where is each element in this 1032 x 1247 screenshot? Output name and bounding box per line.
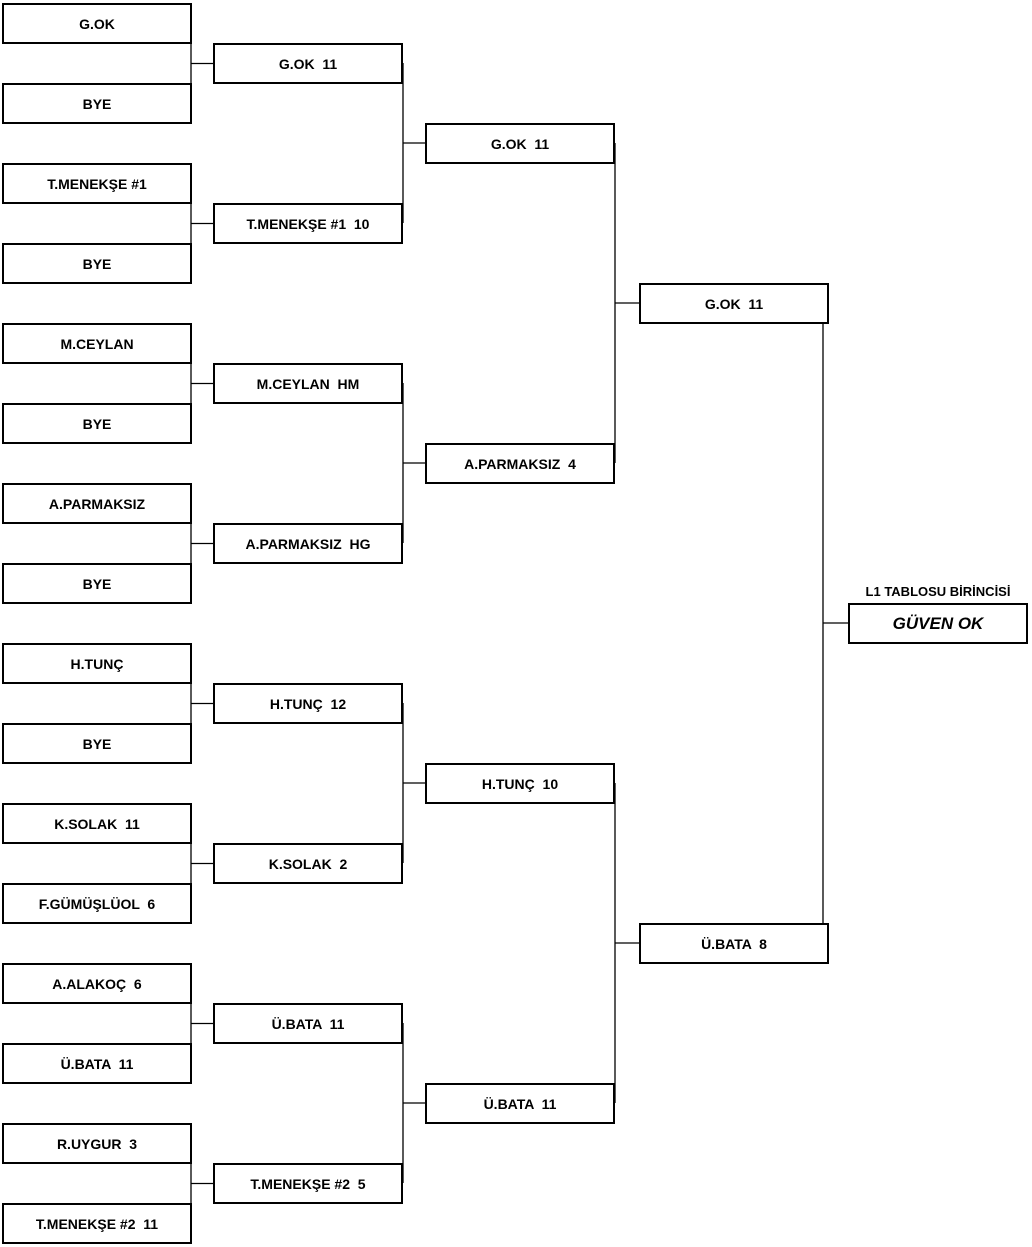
round1-slot-10: BYE <box>2 723 192 764</box>
round1-slot-8: BYE <box>2 563 192 604</box>
champion-box: GÜVEN OK <box>848 603 1028 644</box>
round1-slot-3: T.MENEKŞE #1 <box>2 163 192 204</box>
round1-slot-1: G.OK <box>2 3 192 44</box>
round2-slot-8: T.MENEKŞE #2 5 <box>213 1163 403 1204</box>
round2-slot-7: Ü.BATA 11 <box>213 1003 403 1044</box>
round2-slot-2: T.MENEKŞE #1 10 <box>213 203 403 244</box>
round1-slot-9: H.TUNÇ <box>2 643 192 684</box>
round1-slot-7: A.PARMAKSIZ <box>2 483 192 524</box>
round2-slot-5: H.TUNÇ 12 <box>213 683 403 724</box>
round3-slot-2: A.PARMAKSIZ 4 <box>425 443 615 484</box>
round1-slot-2: BYE <box>2 83 192 124</box>
champion-title: L1 TABLOSU BİRİNCİSİ <box>865 584 1011 599</box>
round1-slot-15: R.UYGUR 3 <box>2 1123 192 1164</box>
round2-slot-1: G.OK 11 <box>213 43 403 84</box>
round2-slot-6: K.SOLAK 2 <box>213 843 403 884</box>
round1-slot-14: Ü.BATA 11 <box>2 1043 192 1084</box>
round1-slot-16: T.MENEKŞE #2 11 <box>2 1203 192 1244</box>
round4-slot-2: Ü.BATA 8 <box>639 923 829 964</box>
round1-slot-6: BYE <box>2 403 192 444</box>
round2-slot-4: A.PARMAKSIZ HG <box>213 523 403 564</box>
round1-slot-4: BYE <box>2 243 192 284</box>
round3-slot-1: G.OK 11 <box>425 123 615 164</box>
round2-slot-3: M.CEYLAN HM <box>213 363 403 404</box>
round1-slot-13: A.ALAKOÇ 6 <box>2 963 192 1004</box>
round1-slot-11: K.SOLAK 11 <box>2 803 192 844</box>
round1-slot-12: F.GÜMÜŞLÜOL 6 <box>2 883 192 924</box>
round3-slot-3: H.TUNÇ 10 <box>425 763 615 804</box>
round3-slot-4: Ü.BATA 11 <box>425 1083 615 1124</box>
round4-slot-1: G.OK 11 <box>639 283 829 324</box>
round1-slot-5: M.CEYLAN <box>2 323 192 364</box>
